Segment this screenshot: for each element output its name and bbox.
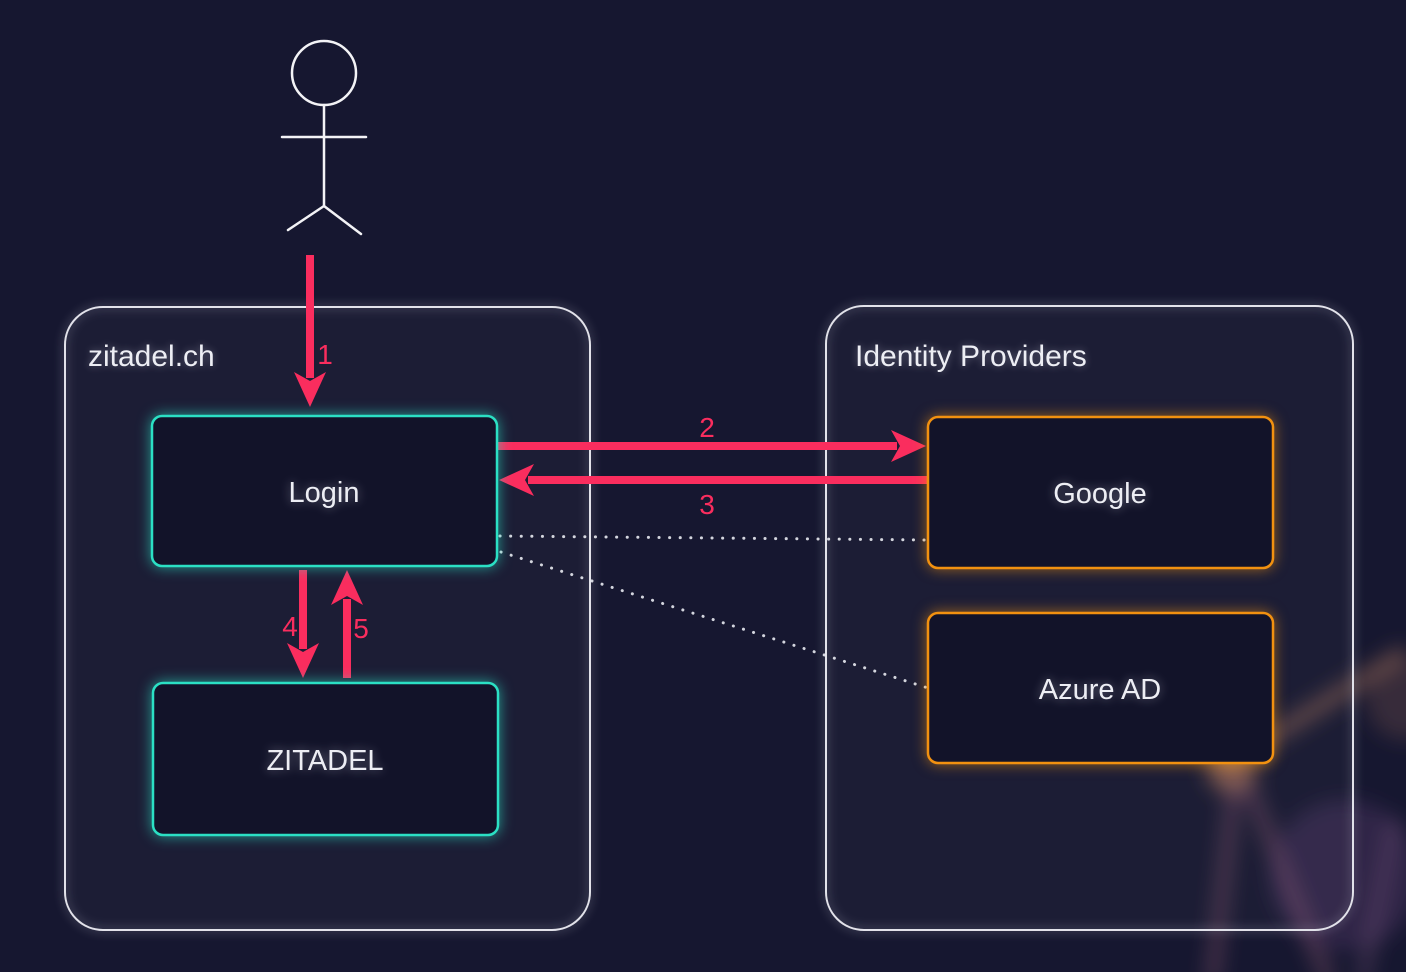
container-identity-providers-label: Identity Providers <box>855 340 1087 373</box>
flow-arrow-3-head <box>499 464 534 496</box>
flow-arrow-3: 3 <box>499 464 928 520</box>
flow-arrow-2-head <box>891 430 926 462</box>
node-zitadel: ZITADEL <box>151 681 500 837</box>
flow-step-5-label: 5 <box>353 613 369 644</box>
user-stick-figure-icon <box>280 39 368 236</box>
flow-arrow-4-head <box>287 643 319 678</box>
node-login: Login <box>150 414 499 568</box>
container-zitadel-ch-label: zitadel.ch <box>88 340 215 373</box>
node-login-box <box>150 414 499 568</box>
container-identity-providers <box>825 305 1354 931</box>
node-login-label: Login <box>289 477 360 509</box>
node-azure-ad-box <box>926 611 1275 765</box>
flow-step-1-label: 1 <box>317 339 333 370</box>
flow-step-2-label: 2 <box>699 412 715 443</box>
node-google-label: Google <box>1053 478 1147 510</box>
flow-arrow-1-head <box>294 372 326 407</box>
dotted-link-login-azure-ad <box>499 550 930 690</box>
node-zitadel-label: ZITADEL <box>266 745 383 777</box>
flow-arrow-4: 4 <box>282 570 319 678</box>
flow-step-3-label: 3 <box>699 489 715 520</box>
node-google-box <box>926 415 1275 570</box>
flow-arrow-5: 5 <box>331 570 369 678</box>
container-zitadel-ch <box>64 306 591 931</box>
flow-arrow-1: 1 <box>294 255 333 407</box>
flow-step-4-label: 4 <box>282 611 298 642</box>
flow-arrow-2: 2 <box>497 412 926 462</box>
node-azure-ad: Azure AD <box>926 611 1275 765</box>
flow-arrow-5-head <box>331 570 363 605</box>
node-zitadel-box <box>151 681 500 837</box>
node-azure-ad-label: Azure AD <box>1039 674 1162 706</box>
node-google: Google <box>926 415 1275 570</box>
